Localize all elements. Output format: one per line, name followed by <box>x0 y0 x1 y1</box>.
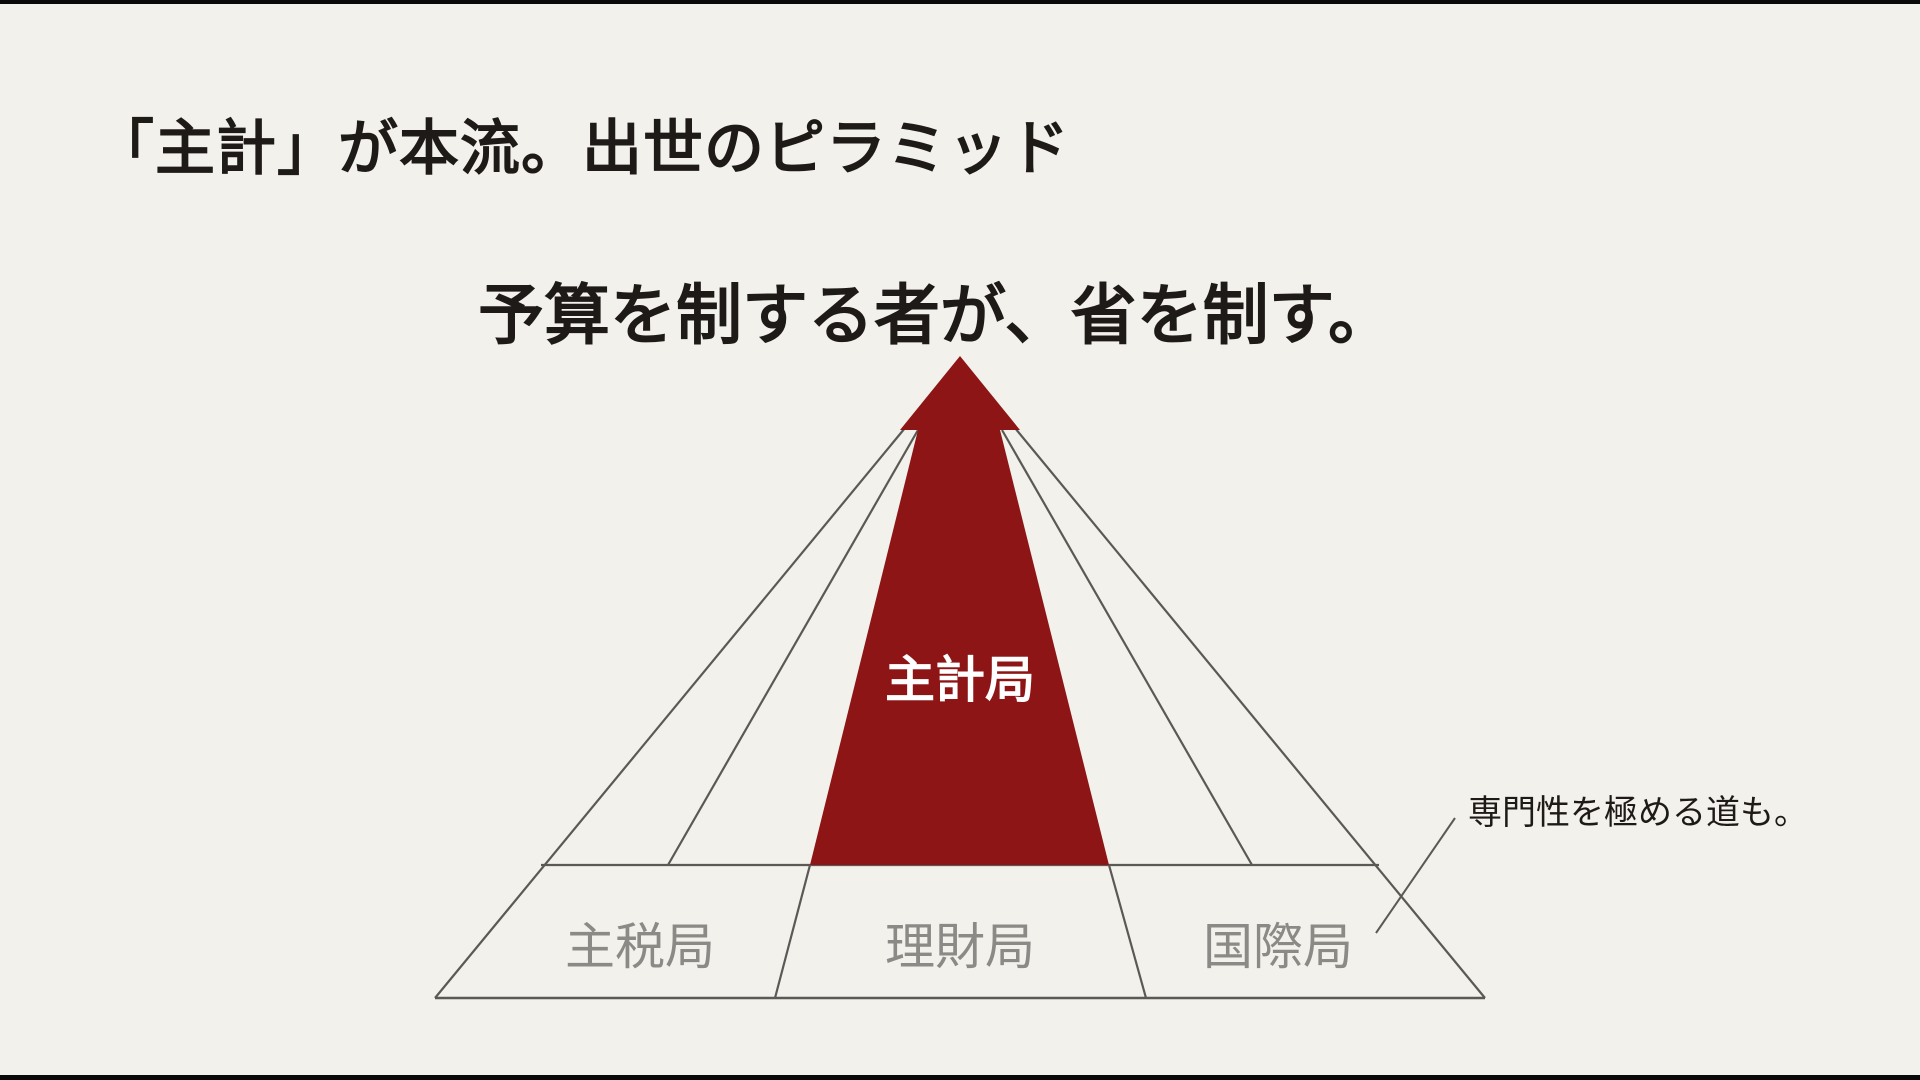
base-divider-right <box>1107 864 1148 999</box>
pyramid-right-edge <box>1014 427 1486 999</box>
headline: 予算を制する者が、省を制す。 <box>0 262 1920 358</box>
bottom-letterbox-bar <box>0 1075 1920 1080</box>
callout-leader-line <box>1375 817 1456 934</box>
pyramid-inner-left-line <box>667 429 919 866</box>
callout-text: 専門性を極める道も。 <box>1468 793 1808 833</box>
base-label-tax-bureau: 主税局 <box>565 918 715 976</box>
main-bureau-label: 主計局 <box>885 651 1035 709</box>
top-letterbox-bar <box>0 0 1920 4</box>
pyramid-left-edge <box>434 427 906 999</box>
slide-title: 「主計」が本流。出世のピラミッド <box>94 114 1070 184</box>
headline-text: 予算を制する者が、省を制す。 <box>477 277 1395 354</box>
pyramid-inner-right-line <box>1001 429 1253 866</box>
main-bureau-arrow <box>810 356 1109 865</box>
base-divider-left <box>773 864 812 999</box>
base-label-international-bureau: 国際局 <box>1203 918 1353 976</box>
base-label-financial-bureau: 理財局 <box>885 918 1035 976</box>
